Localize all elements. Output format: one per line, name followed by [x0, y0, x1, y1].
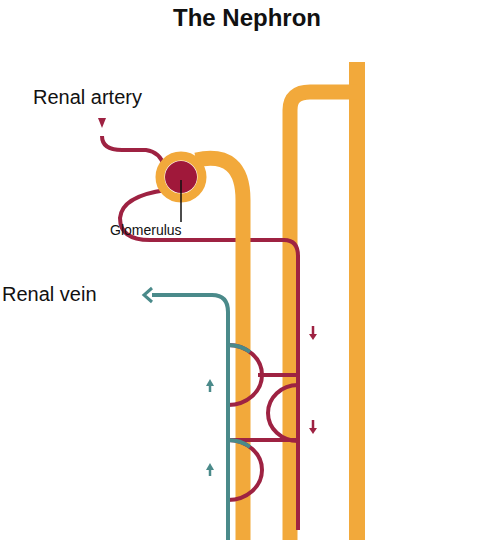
capillary-loop: [228, 440, 262, 500]
capillary-loop: [268, 385, 298, 441]
diagram-title: The Nephron: [0, 4, 494, 32]
proximal-tubule: [196, 158, 243, 540]
vessel-label: Renal vein: [2, 283, 97, 306]
part-label: Glomerulus: [110, 222, 182, 238]
capillary-loop: [228, 345, 250, 352]
afferent-arteriole: [102, 136, 164, 166]
vessel-label: Renal artery: [33, 86, 142, 109]
flow-arrows: [206, 326, 317, 476]
ascending-tubule: [290, 92, 357, 540]
capillary-loop: [228, 345, 262, 405]
efferent-arteriole: [120, 190, 298, 530]
collecting-duct: [349, 62, 365, 540]
flow-arrow: [98, 118, 106, 128]
leader-line: [180, 180, 182, 222]
capillary-loop: [228, 440, 250, 447]
capillary-link: [258, 373, 298, 377]
renal-vein-vessel: [152, 295, 228, 540]
flow-arrow: [144, 288, 152, 302]
